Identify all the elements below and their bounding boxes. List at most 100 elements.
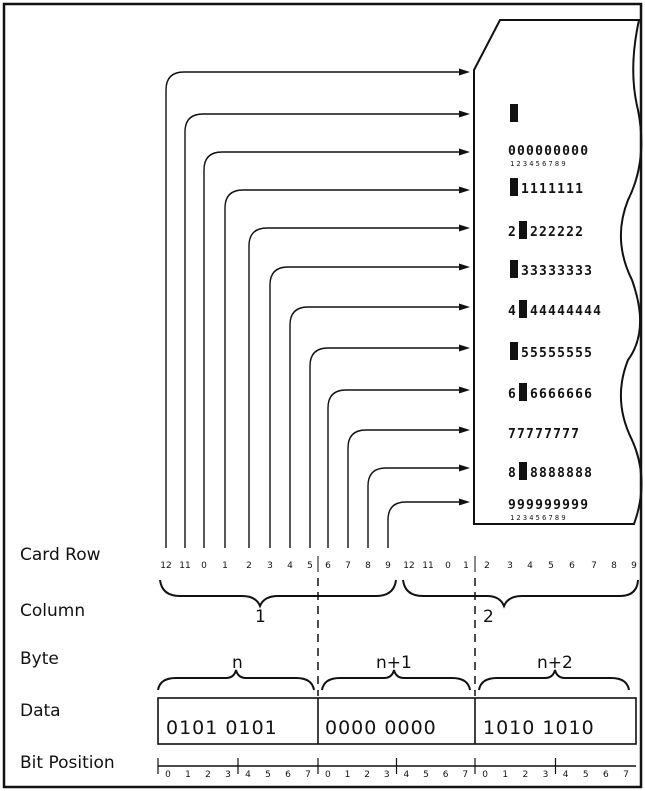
card-row-number: 8	[365, 561, 371, 571]
row-arrow-head	[459, 110, 470, 118]
punch-hole-row-1	[510, 178, 518, 196]
bit-position-number: 2	[205, 770, 211, 780]
row-arrow-line	[347, 429, 462, 548]
card-row-number: 11	[179, 561, 190, 571]
row-arrow-line	[165, 71, 462, 548]
bit-position-number: 5	[583, 770, 589, 780]
card-row-number: 3	[507, 561, 513, 571]
data-label: Data	[20, 701, 61, 721]
bit-position-number: 7	[305, 770, 311, 780]
card-row-number: 0	[201, 561, 207, 571]
card-row-number: 9	[385, 561, 391, 571]
bit-position-number: 5	[423, 770, 429, 780]
row-arrow-head	[459, 386, 470, 394]
bit-position-label: Bit Position	[20, 753, 115, 773]
row-arrow-head	[459, 344, 470, 352]
bit-position-number: 1	[502, 770, 508, 780]
card-row-number: 2	[246, 561, 252, 571]
byte-n-plus-1-brace	[321, 669, 471, 691]
row-arrow-line	[387, 501, 462, 548]
card-row-number: 2	[484, 561, 490, 571]
bit-position-number: 5	[265, 770, 271, 780]
card-row-number: 6	[569, 561, 575, 571]
row-arrow-head	[459, 303, 470, 311]
card-row-number: 1	[463, 561, 469, 571]
row-arrow-line	[289, 306, 462, 548]
bit-position-number: 3	[543, 770, 549, 780]
row-arrow-head	[459, 464, 470, 472]
punch-hole-row-6	[519, 383, 527, 401]
byte-n-plus-2-brace	[478, 669, 630, 691]
row-arrow-head	[459, 224, 470, 232]
row-arrow-head	[459, 426, 470, 434]
card-row-0-index: 123456789	[510, 160, 568, 168]
column-1-brace	[159, 579, 397, 609]
bit-position-number: 3	[225, 770, 231, 780]
card-row-label: Card Row	[20, 545, 101, 565]
card-row-6-digits: 6666666	[530, 387, 593, 402]
card-row-6-digit: 6	[508, 387, 517, 402]
row-arrow-line	[367, 467, 462, 548]
data-byte-n-plus-1: 0000 0000	[325, 717, 437, 739]
card-row-number: 12	[403, 561, 414, 571]
punch-hole-row-2	[519, 221, 527, 239]
bit-position-number: 6	[285, 770, 291, 780]
row-arrows	[165, 68, 470, 548]
bit-position-number: 0	[482, 770, 488, 780]
card-row-number: 8	[611, 561, 617, 571]
punch-hole-row-5	[510, 342, 518, 360]
card-row-number: 4	[527, 561, 533, 571]
card-row-9-digits: 999999999	[508, 498, 589, 513]
row-arrow-head	[459, 68, 470, 76]
column-1-value: 1	[255, 607, 266, 627]
card-row-1-digits: 1111111	[521, 182, 584, 197]
card-row-number: 12	[160, 561, 171, 571]
punch-hole-row-3	[510, 260, 518, 278]
card-row-number: 5	[548, 561, 554, 571]
card-row-4-digit: 4	[508, 304, 517, 319]
bit-position-number: 4	[563, 770, 569, 780]
card-row-number: 6	[325, 561, 331, 571]
column-2-brace	[402, 579, 639, 609]
card-row-number: 3	[267, 561, 273, 571]
bit-position-number: 2	[522, 770, 528, 780]
bit-position-number: 6	[603, 770, 609, 780]
card-row-3-digits: 33333333	[521, 264, 593, 279]
bit-position-number: 4	[245, 770, 251, 780]
row-arrow-line	[248, 227, 462, 548]
byte-n-plus-2: n+2	[537, 653, 573, 673]
row-arrow-head	[459, 186, 470, 194]
punched-card: 000000000 123456789 1111111 2 222222 333…	[473, 19, 643, 525]
row-arrow-head	[459, 498, 470, 506]
card-row-8-digits: 8888888	[530, 466, 593, 481]
card-row-number: 11	[422, 561, 433, 571]
bit-position-number: 2	[364, 770, 370, 780]
card-row-4-digits: 44444444	[530, 304, 602, 319]
card-outline	[473, 19, 643, 525]
card-row-2-digit: 2	[508, 225, 517, 240]
card-row-number: 5	[307, 561, 313, 571]
byte-n: n	[232, 653, 243, 673]
byte-n-plus-1: n+1	[376, 653, 412, 673]
bit-position-number: 7	[462, 770, 468, 780]
bit-position-number: 0	[325, 770, 331, 780]
row-arrow-line	[184, 113, 462, 548]
card-row-number: 1	[222, 561, 228, 571]
bit-position-number: 3	[384, 770, 390, 780]
card-row-7-digits: 77777777	[508, 427, 580, 442]
card-row-2-digits: 222222	[530, 225, 584, 240]
column-label: Column	[20, 601, 85, 621]
card-row-9-index: 123456789	[510, 514, 568, 522]
bit-position-number: 1	[345, 770, 351, 780]
row-arrow-head	[459, 148, 470, 156]
row-arrow-line	[327, 389, 462, 548]
punch-hole-row-12	[510, 104, 518, 122]
card-row-0-digits: 000000000	[508, 144, 589, 159]
data-byte-n-plus-2: 1010 1010	[483, 717, 595, 739]
punch-hole-row-4	[519, 300, 527, 318]
card-row-number: 7	[591, 561, 597, 571]
card-row-number: 9	[631, 561, 637, 571]
byte-label: Byte	[20, 649, 59, 669]
